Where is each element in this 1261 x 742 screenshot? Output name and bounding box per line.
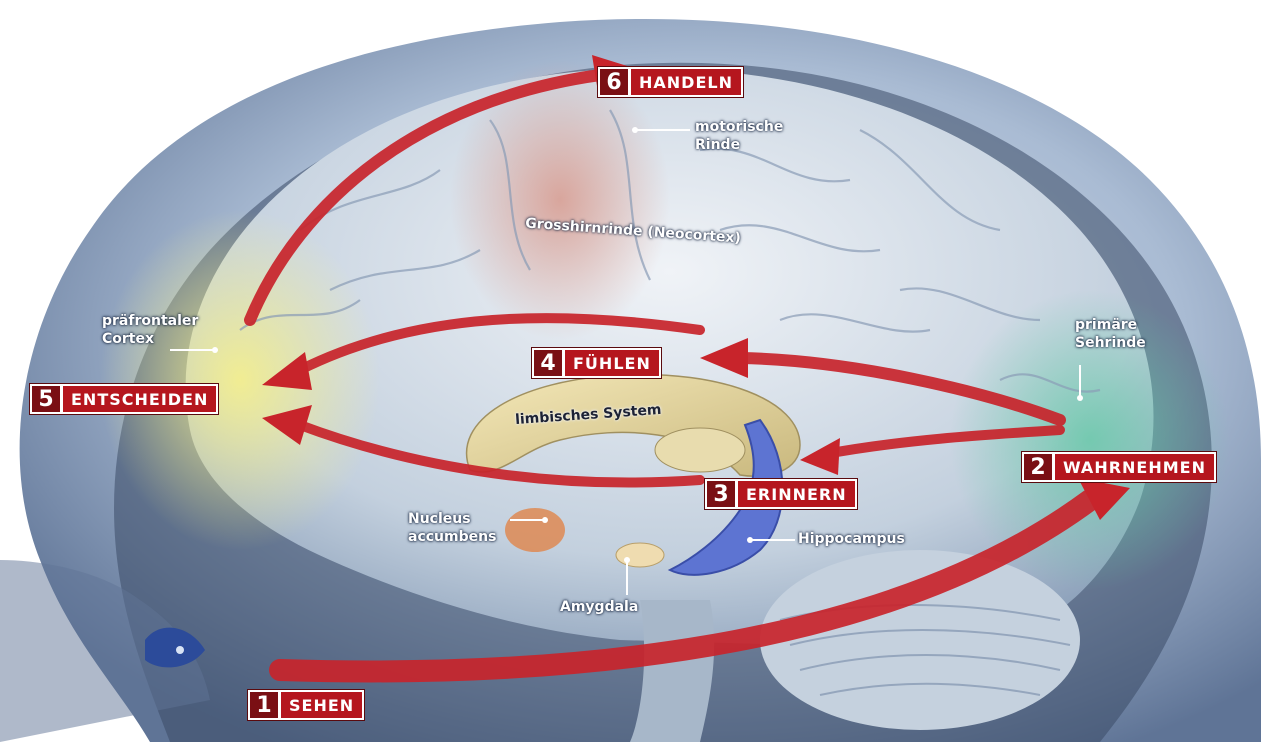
label-line: motorische	[695, 118, 783, 136]
eye-highlight	[176, 646, 184, 654]
label-line: accumbens	[408, 528, 496, 546]
amygdala	[616, 543, 664, 567]
step-number: 5	[32, 386, 63, 412]
nucleus-accumbens	[505, 508, 565, 552]
step-number: 1	[250, 692, 281, 718]
step-number: 3	[707, 481, 738, 507]
label-line: Rinde	[695, 136, 783, 154]
step-label: SEHEN	[281, 692, 362, 718]
label-line: Sehrinde	[1075, 334, 1146, 352]
step-label: ENTSCHEIDEN	[63, 386, 216, 412]
step-label: FÜHLEN	[565, 350, 659, 376]
label-hippocampus: Hippocampus	[798, 530, 905, 548]
label-visual-cortex: primäre Sehrinde	[1075, 316, 1146, 352]
label-amygdala: Amygdala	[560, 598, 638, 616]
step-fuehlen: 4 FÜHLEN	[532, 348, 661, 378]
step-label: HANDELN	[631, 69, 741, 95]
label-prefrontal-cortex: präfrontaler Cortex	[102, 312, 198, 348]
step-label: WAHRNEHMEN	[1055, 454, 1214, 480]
step-number: 6	[600, 69, 631, 95]
step-wahrnehmen: 2 WAHRNEHMEN	[1022, 452, 1216, 482]
step-entscheiden: 5 ENTSCHEIDEN	[30, 384, 218, 414]
step-handeln: 6 HANDELN	[598, 67, 743, 97]
label-line: präfrontaler	[102, 312, 198, 330]
label-line: Nucleus	[408, 510, 496, 528]
step-number: 2	[1024, 454, 1055, 480]
label-motor-cortex: motorische Rinde	[695, 118, 783, 154]
step-erinnern: 3 ERINNERN	[705, 479, 857, 509]
step-sehen: 1 SEHEN	[248, 690, 364, 720]
label-line: Cortex	[102, 330, 198, 348]
label-line: primäre	[1075, 316, 1146, 334]
step-number: 4	[534, 350, 565, 376]
prefrontal-glow	[100, 210, 380, 550]
step-label: ERINNERN	[738, 481, 855, 507]
label-nucleus-accumbens: Nucleus accumbens	[408, 510, 496, 546]
